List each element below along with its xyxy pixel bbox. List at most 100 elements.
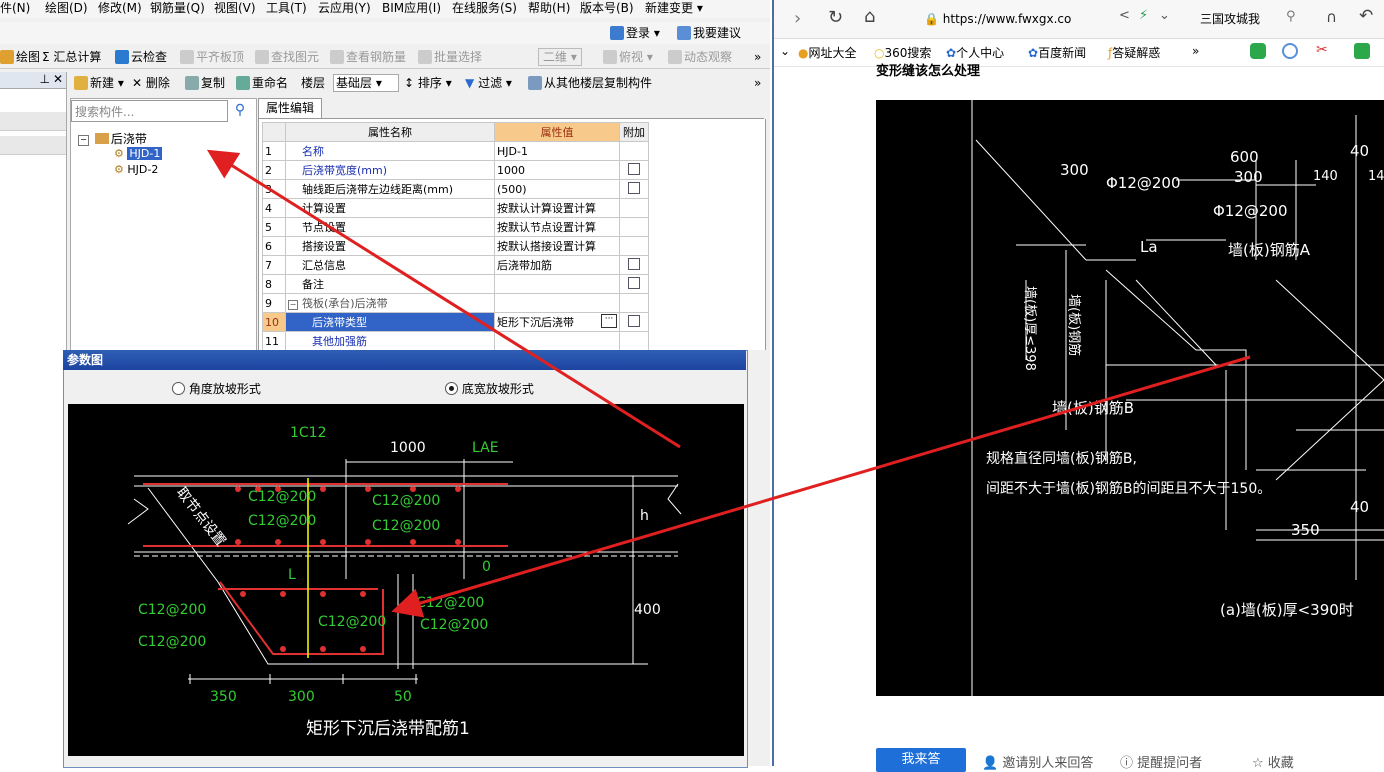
scissors-icon[interactable]: ✂	[1316, 42, 1328, 58]
checkbox[interactable]	[628, 181, 640, 194]
copy-from-floor-button[interactable]: 从其他楼层复制构件	[528, 75, 652, 91]
bookmark-item[interactable]: ƒ答疑解惑	[1108, 46, 1161, 60]
floor-select[interactable]: 基础层 ▾	[333, 74, 399, 92]
menu-item[interactable]: 钢筋量(Q)	[150, 1, 205, 15]
menu-item[interactable]: 件(N)	[0, 1, 31, 15]
lightning-icon[interactable]: ⚡	[1139, 8, 1149, 23]
view-rebar-button[interactable]: 查看钢筋量	[330, 49, 406, 65]
suggest-button[interactable]: 我要建议	[677, 25, 741, 41]
pin-icon[interactable]: ⊥	[39, 72, 50, 86]
menu-item[interactable]: BIM应用(I)	[382, 1, 442, 15]
cloud-check-button[interactable]: 云检查	[115, 49, 167, 65]
forward-icon[interactable]: ›	[794, 8, 802, 29]
batch-select-button[interactable]: 批量选择	[418, 49, 482, 65]
translate-icon[interactable]	[1354, 43, 1370, 59]
app-icon[interactable]	[1250, 43, 1266, 59]
bookmark-bar: ⌄ ●网址大全 ○360搜索 ✿个人中心 ✿百度新闻 ƒ答疑解惑 » ✂	[774, 40, 1384, 67]
filter-button[interactable]: ▼ 过滤 ▾	[465, 76, 512, 90]
nav-item[interactable]	[0, 112, 66, 131]
menu-item[interactable]: 绘图(D)	[45, 1, 88, 15]
checkbox[interactable]	[628, 162, 640, 175]
orbit-icon	[668, 50, 682, 64]
summary-calc-button[interactable]: Σ 汇总计算	[42, 50, 102, 64]
top-view-button[interactable]: 俯视 ▾	[603, 49, 653, 65]
undo-icon[interactable]: ↶	[1359, 6, 1374, 26]
align-top-button[interactable]: 平齐板顶	[180, 49, 244, 65]
new-component-button[interactable]: 新建 ▾	[74, 75, 124, 91]
search-icon[interactable]: ⚲	[234, 102, 246, 118]
checkbox[interactable]	[628, 257, 640, 270]
ellipsis-button[interactable]: ···	[601, 314, 617, 328]
tab-property-edit[interactable]: 属性编辑	[258, 98, 322, 119]
nav-item[interactable]	[0, 136, 66, 155]
cad-label: C12@200	[248, 489, 316, 505]
share-icon[interactable]: <	[1119, 8, 1130, 23]
minus-circle-icon[interactable]	[1282, 43, 1298, 59]
menu-item[interactable]: 在线服务(S)	[452, 1, 517, 15]
collect-link[interactable]: ☆ 收藏	[1252, 756, 1294, 771]
menu-item[interactable]: 版本号(B)	[580, 1, 634, 15]
find-element-button[interactable]: 查找图元	[255, 49, 319, 65]
bookmark-item[interactable]: ○360搜索	[874, 46, 932, 60]
cad-label: C12@200	[318, 614, 386, 630]
draw-button[interactable]: 绘图	[0, 49, 40, 65]
remind-link[interactable]: ⓘ 提醒提问者	[1120, 756, 1203, 771]
toolbar-overflow-icon[interactable]: »	[754, 50, 762, 64]
menu-item[interactable]: 视图(V)	[214, 1, 256, 15]
component-search-input[interactable]: 搜索构件...	[71, 100, 228, 122]
url-input[interactable]: 🔒 https://www.fwxgx.co	[924, 12, 1072, 26]
menu-item[interactable]: 云应用(Y)	[318, 1, 371, 15]
tree-item-hjd-1[interactable]: ⚙ HJD-1	[114, 147, 163, 160]
rename-button[interactable]: 重命名	[236, 75, 288, 91]
search-box[interactable]: 三国攻城我	[1200, 12, 1261, 26]
bookmark-item[interactable]: ●网址大全	[798, 46, 857, 60]
bookmark-item[interactable]: ✿个人中心	[946, 46, 1005, 60]
chevron-down-icon[interactable]: ⌄	[780, 44, 791, 58]
delete-button[interactable]: ✕ 删除	[132, 76, 170, 90]
search-icon[interactable]: ⚲	[1286, 9, 1296, 24]
checkbox[interactable]	[628, 314, 640, 327]
tree-item-hjd-2[interactable]: ⚙ HJD-2	[114, 163, 159, 176]
copy-button[interactable]: 复制	[185, 75, 225, 91]
menu-item[interactable]: 工具(T)	[266, 1, 307, 15]
radio-bottom-width-slope[interactable]: 底宽放坡形式	[445, 380, 534, 397]
table-row[interactable]: 9−筏板(承台)后浇带	[262, 293, 649, 313]
login-button[interactable]: 登录 ▾	[610, 25, 660, 41]
new-change-menu[interactable]: 新建变更 ▾	[645, 1, 703, 15]
collapse-icon[interactable]: −	[288, 300, 298, 310]
menu-item[interactable]: 帮助(H)	[528, 1, 571, 15]
view-mode-select[interactable]: 二维 ▾	[538, 48, 582, 66]
collapse-icon[interactable]: −	[78, 135, 89, 146]
refresh-icon[interactable]: ↻	[828, 7, 844, 28]
bookmark-item[interactable]: ✿百度新闻	[1028, 46, 1087, 60]
close-icon[interactable]: ✕	[52, 72, 63, 86]
more-bookmarks-icon[interactable]: »	[1192, 44, 1200, 58]
radio-button[interactable]	[172, 382, 185, 395]
dynamic-view-button[interactable]: 动态观察	[668, 49, 732, 65]
checkbox[interactable]	[628, 276, 640, 289]
invite-link[interactable]: 👤 邀请别人来回答	[982, 756, 1094, 771]
drawing-label: Φ12@200	[1213, 202, 1288, 220]
component-toolbar: 新建 ▾ ✕ 删除 复制 重命名 楼层 基础层 ▾ ↕ 排序 ▾ ▼ 过滤 ▾ …	[70, 72, 770, 96]
toolbar-overflow-icon[interactable]: »	[754, 76, 762, 90]
home-icon[interactable]: ⌂	[864, 6, 876, 27]
panel-header: ⊥ ✕	[0, 72, 66, 89]
sort-button[interactable]: ↕ 排序 ▾	[404, 76, 452, 90]
answer-button[interactable]: 我来答	[876, 748, 966, 772]
chevron-down-icon[interactable]: ⌄	[1159, 8, 1170, 23]
menu-item[interactable]: 修改(M)	[98, 1, 142, 15]
radio-angle-slope[interactable]: 角度放坡形式	[172, 380, 261, 397]
tree-root[interactable]: − 后浇带	[78, 130, 147, 147]
headphones-icon[interactable]: ∩	[1326, 8, 1337, 26]
radio-button-selected[interactable]	[445, 382, 458, 395]
